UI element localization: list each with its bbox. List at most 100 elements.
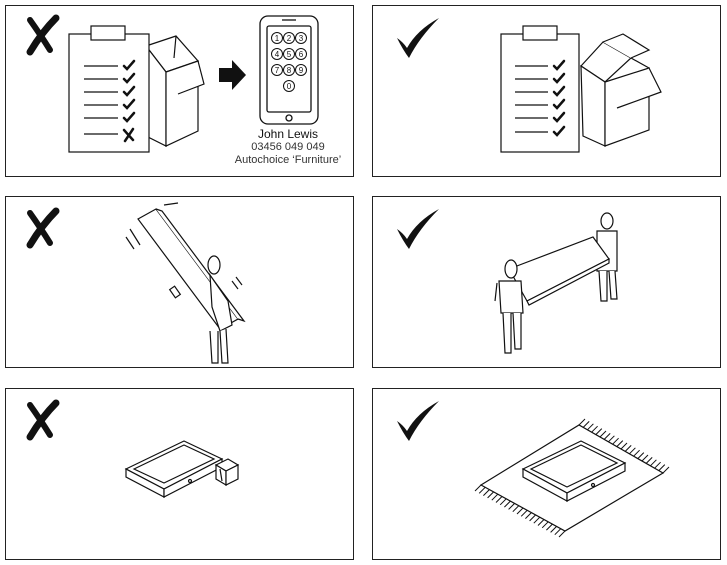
single-lift-illustration: [26, 202, 246, 364]
fringe-strand: [608, 435, 615, 443]
fringe-strand: [491, 493, 499, 501]
fringe-strand: [558, 530, 566, 538]
fringe-strand: [603, 433, 611, 440]
fringe-strand: [537, 519, 545, 526]
fringe-strand: [587, 423, 594, 431]
keypad-key-label: 9: [299, 66, 304, 75]
fringe-strand: [599, 430, 607, 438]
keypad-key: [283, 64, 295, 76]
keypad-key-label: 1: [275, 34, 280, 43]
fringe-strand: [474, 484, 482, 492]
person-icon: [207, 255, 233, 364]
keypad-key: [271, 64, 283, 76]
missing-item-cross-icon: [122, 127, 135, 143]
keypad-key: [295, 64, 307, 76]
drawer-tray-icon: [521, 440, 627, 503]
fringe-strand: [504, 500, 511, 508]
panel-hard-floor-wrong: [5, 388, 354, 560]
keypad-key: [271, 32, 283, 44]
fringe-strand: [629, 447, 636, 455]
fringe-strand: [591, 425, 598, 433]
keypad-key: [295, 48, 307, 60]
panel-complete-check-right: [372, 5, 721, 177]
rug-fringe: [474, 418, 670, 538]
contact-info: John Lewis 03456 049 049 Autochoice ‘Fur…: [226, 128, 350, 167]
fringe-strand: [620, 442, 628, 450]
fringe-strand: [633, 449, 640, 457]
fringe-strand: [516, 507, 524, 515]
contact-phone: 03456 049 049: [251, 141, 325, 153]
contact-name: John Lewis: [257, 127, 319, 141]
fringe-strand: [641, 454, 649, 462]
panel-single-lift-wrong: [5, 196, 354, 368]
fringe-strand: [483, 489, 490, 496]
fringe-strand: [582, 421, 590, 428]
keypad-key-label: 7: [275, 66, 280, 75]
fringe-strand: [595, 428, 603, 435]
on-rug-illustration: [397, 401, 670, 538]
fringe-strand: [550, 526, 557, 533]
fringe-strand: [512, 505, 520, 513]
fringe-strand: [554, 528, 562, 536]
keypad-key-label: 8: [287, 66, 292, 75]
fringe-strand: [654, 461, 661, 469]
keypad-key: [283, 80, 295, 92]
checklist-lines: [84, 65, 118, 135]
fringe-strand: [612, 437, 619, 445]
panel-on-rug-right: [372, 388, 721, 560]
check-icon: [397, 209, 439, 249]
fringe-strand: [658, 464, 666, 471]
hard-floor-illustration: [26, 399, 240, 498]
fringe-strand: [541, 521, 549, 529]
two-person-lift-illustration: [397, 209, 618, 354]
checklist-clipboard-icon: [68, 25, 150, 153]
fringe-strand: [662, 466, 670, 474]
drawer-tray-icon: [124, 440, 224, 498]
keypad-key-label: 4: [275, 50, 280, 59]
fringe-strand: [508, 503, 515, 510]
checklist-ticks: [552, 59, 566, 137]
fringe-strand: [495, 496, 503, 503]
complete-check-illustration: [397, 18, 662, 153]
fringe-strand: [533, 516, 541, 524]
cross-icon: [26, 399, 60, 441]
fringe-strand: [525, 512, 532, 519]
keypad-key: [283, 48, 295, 60]
check-icon: [397, 401, 439, 441]
person-icon: [596, 212, 618, 302]
fringe-strand: [487, 491, 494, 499]
fringe-strand: [650, 459, 657, 467]
keypad-key-label: 3: [299, 34, 304, 43]
fringe-strand: [616, 440, 624, 447]
fringe-strand: [624, 445, 632, 452]
keypad-key: [295, 32, 307, 44]
panel-two-person-lift-right: [372, 196, 721, 368]
contact-option: Autochoice ‘Furniture’: [234, 154, 342, 166]
fringe-strand: [645, 457, 653, 464]
motion-lines: [125, 202, 243, 290]
fringe-strand: [578, 418, 586, 426]
open-box-icon: [580, 33, 662, 147]
check-icon: [397, 18, 439, 58]
fringe-strand: [520, 509, 528, 517]
keypad-key-label: 0: [287, 82, 292, 91]
keypad-key: [283, 32, 295, 44]
cross-icon: [26, 14, 60, 56]
checklist-lines: [515, 65, 548, 133]
keypad-key-label: 5: [287, 50, 292, 59]
keypad-key: [271, 48, 283, 60]
keypad-key-label: 6: [299, 50, 304, 59]
fringe-strand: [499, 498, 507, 506]
carried-panel-icon: [508, 236, 610, 306]
fringe-strand: [478, 486, 486, 494]
fringe-strand: [546, 523, 553, 531]
cross-icon: [26, 207, 60, 249]
keypad-key-label: 2: [287, 34, 292, 43]
checklist-ticks: [122, 59, 136, 123]
fringe-strand: [529, 514, 536, 522]
broken-piece-icon: [214, 458, 240, 487]
person-icon: [494, 259, 524, 354]
